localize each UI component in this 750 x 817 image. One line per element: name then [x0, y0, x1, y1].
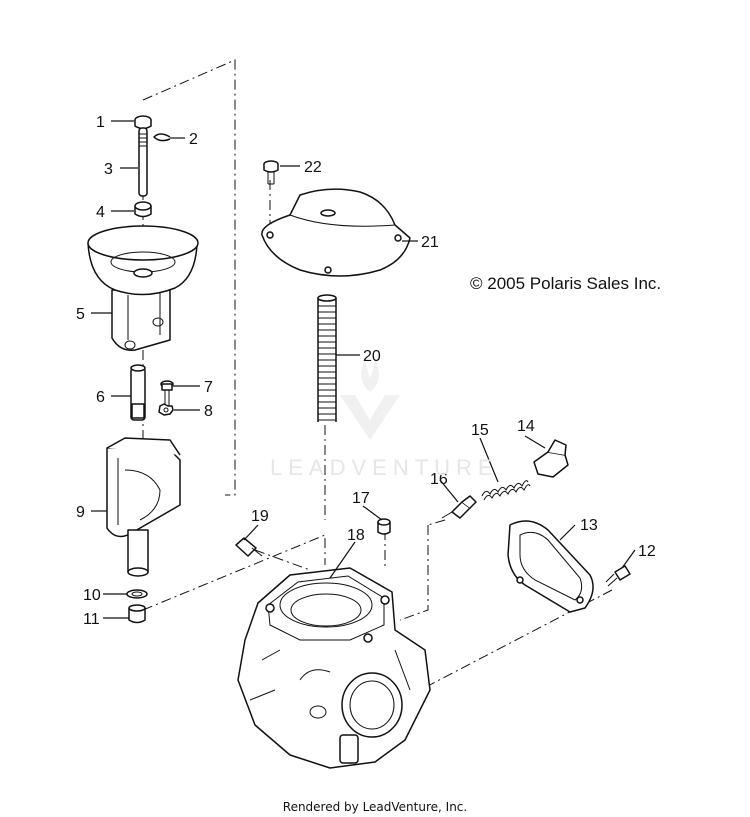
part-8-lock-washer	[158, 403, 174, 416]
part-7-screw	[160, 380, 174, 407]
callout-22: 22	[304, 159, 322, 176]
part-21-top-cover	[261, 188, 411, 277]
part-6-holder	[130, 364, 146, 421]
part-9-jet-needle-holder	[106, 437, 181, 577]
part-19-screw	[235, 537, 263, 557]
callout-1: 1	[96, 114, 105, 131]
part-16-valve	[441, 495, 477, 519]
watermark-text: LEADVENTURE	[270, 455, 499, 480]
callout-19: 19	[251, 508, 269, 525]
callout-leaders	[91, 120, 636, 619]
callout-16: 16	[430, 471, 448, 488]
callout-4: 4	[96, 204, 105, 221]
part-12-screw	[605, 565, 631, 587]
watermark-logo	[340, 360, 400, 440]
callout-3: 3	[104, 161, 113, 178]
part-10-o-ring	[126, 589, 148, 599]
part-15-spring	[481, 480, 531, 501]
footer-credit: Rendered by LeadVenture, Inc.	[282, 800, 468, 814]
callout-17: 17	[352, 490, 370, 507]
callout-2: 2	[189, 131, 198, 148]
part-22-screw	[263, 160, 279, 185]
part-2-clip	[153, 133, 171, 142]
callout-18: 18	[347, 527, 365, 544]
callout-13: 13	[580, 517, 598, 534]
callout-9: 9	[76, 504, 85, 521]
part-20-spring	[317, 294, 337, 422]
callout-21: 21	[421, 234, 439, 251]
part-4-spacer	[134, 201, 152, 218]
part-3-needle	[138, 127, 148, 197]
part-17-pilot-jet	[377, 518, 391, 535]
callout-12: 12	[638, 543, 656, 560]
part-11-main-jet	[128, 604, 146, 624]
callout-14: 14	[517, 418, 535, 435]
part-1-cap	[134, 115, 152, 130]
part-14-plug	[533, 439, 569, 478]
callout-11: 11	[83, 611, 100, 628]
copyright-notice: © 2005 Polaris Sales Inc.	[470, 274, 662, 293]
callout-labels: 1 2 3 4 5 6 7 8 9 10 11 12 13 14 15 16 1…	[76, 114, 656, 628]
part-13-cover	[507, 520, 594, 613]
part-18-carburetor-body	[237, 567, 431, 769]
part-5-diaphragm-slide	[87, 225, 199, 351]
callout-8: 8	[204, 403, 213, 420]
callout-6: 6	[96, 389, 105, 406]
callout-5: 5	[76, 306, 85, 323]
callout-7: 7	[204, 379, 213, 396]
callout-20: 20	[363, 348, 381, 365]
callout-15: 15	[471, 422, 489, 439]
callout-10: 10	[83, 587, 101, 604]
